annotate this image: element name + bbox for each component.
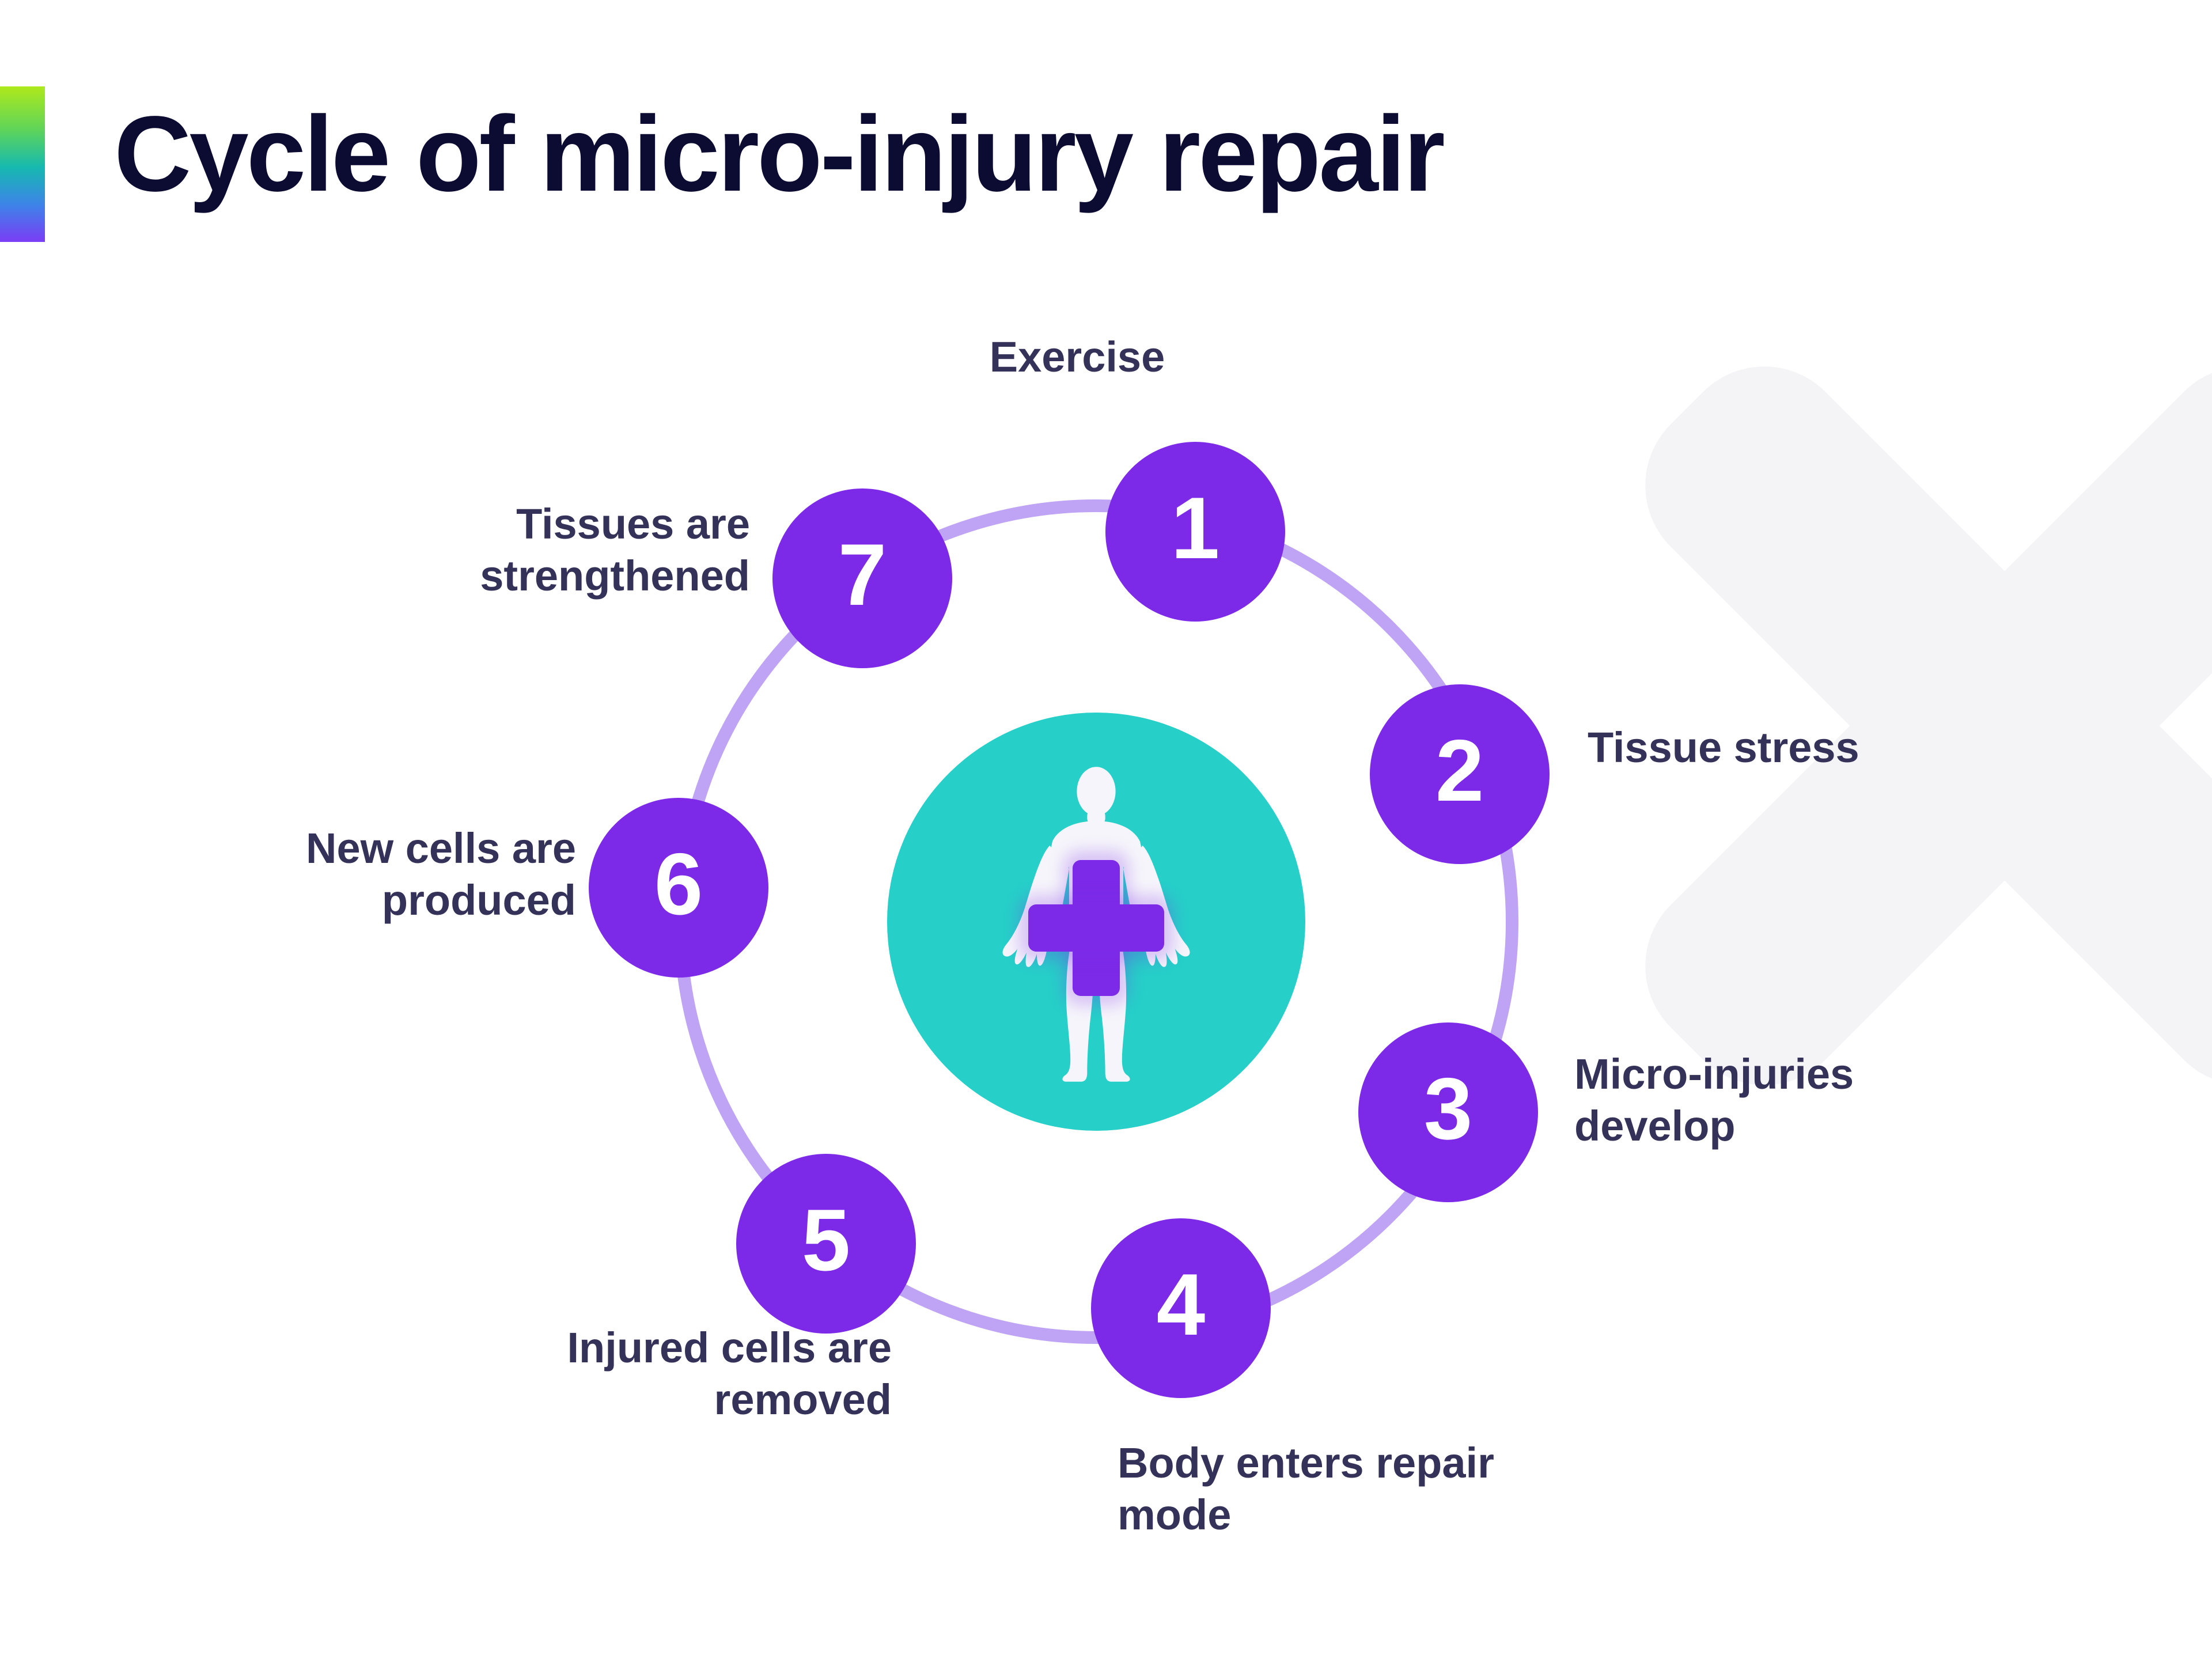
medical-cross-icon [1028,860,1164,997]
step-node-2[interactable]: 2 [1370,684,1550,864]
gradient-accent-bar [0,86,45,242]
step-label-2: Tissue stress [1588,724,1859,771]
step-node-1[interactable]: 1 [1105,442,1285,622]
step-node-6[interactable]: 6 [589,798,768,978]
step-label-4: Body enters repair mode [1118,1439,1494,1539]
center-hub [887,713,1305,1131]
page-title: Cycle of micro-injury repair [114,94,1445,214]
step-number-2: 2 [1435,722,1484,820]
step-number-5: 5 [801,1191,851,1289]
human-body-icon [964,760,1229,1083]
step-node-5[interactable]: 5 [736,1154,916,1334]
step-number-6: 6 [654,835,703,933]
step-label-1: Exercise [989,333,1165,381]
step-number-1: 1 [1171,479,1220,577]
step-number-7: 7 [838,526,887,624]
cross-horizontal-bar [1028,904,1164,952]
step-label-7: Tissues are strengthened [480,500,750,600]
step-number-4: 4 [1156,1256,1206,1354]
step-node-3[interactable]: 3 [1358,1022,1538,1202]
step-number-3: 3 [1423,1060,1473,1158]
step-label-6: New cells are produced [306,824,576,925]
step-node-7[interactable]: 7 [772,488,952,668]
step-label-5: Injured cells are removed [567,1324,892,1424]
step-label-3: Micro-injuries develop [1574,1050,1854,1150]
step-node-4[interactable]: 4 [1091,1218,1271,1398]
